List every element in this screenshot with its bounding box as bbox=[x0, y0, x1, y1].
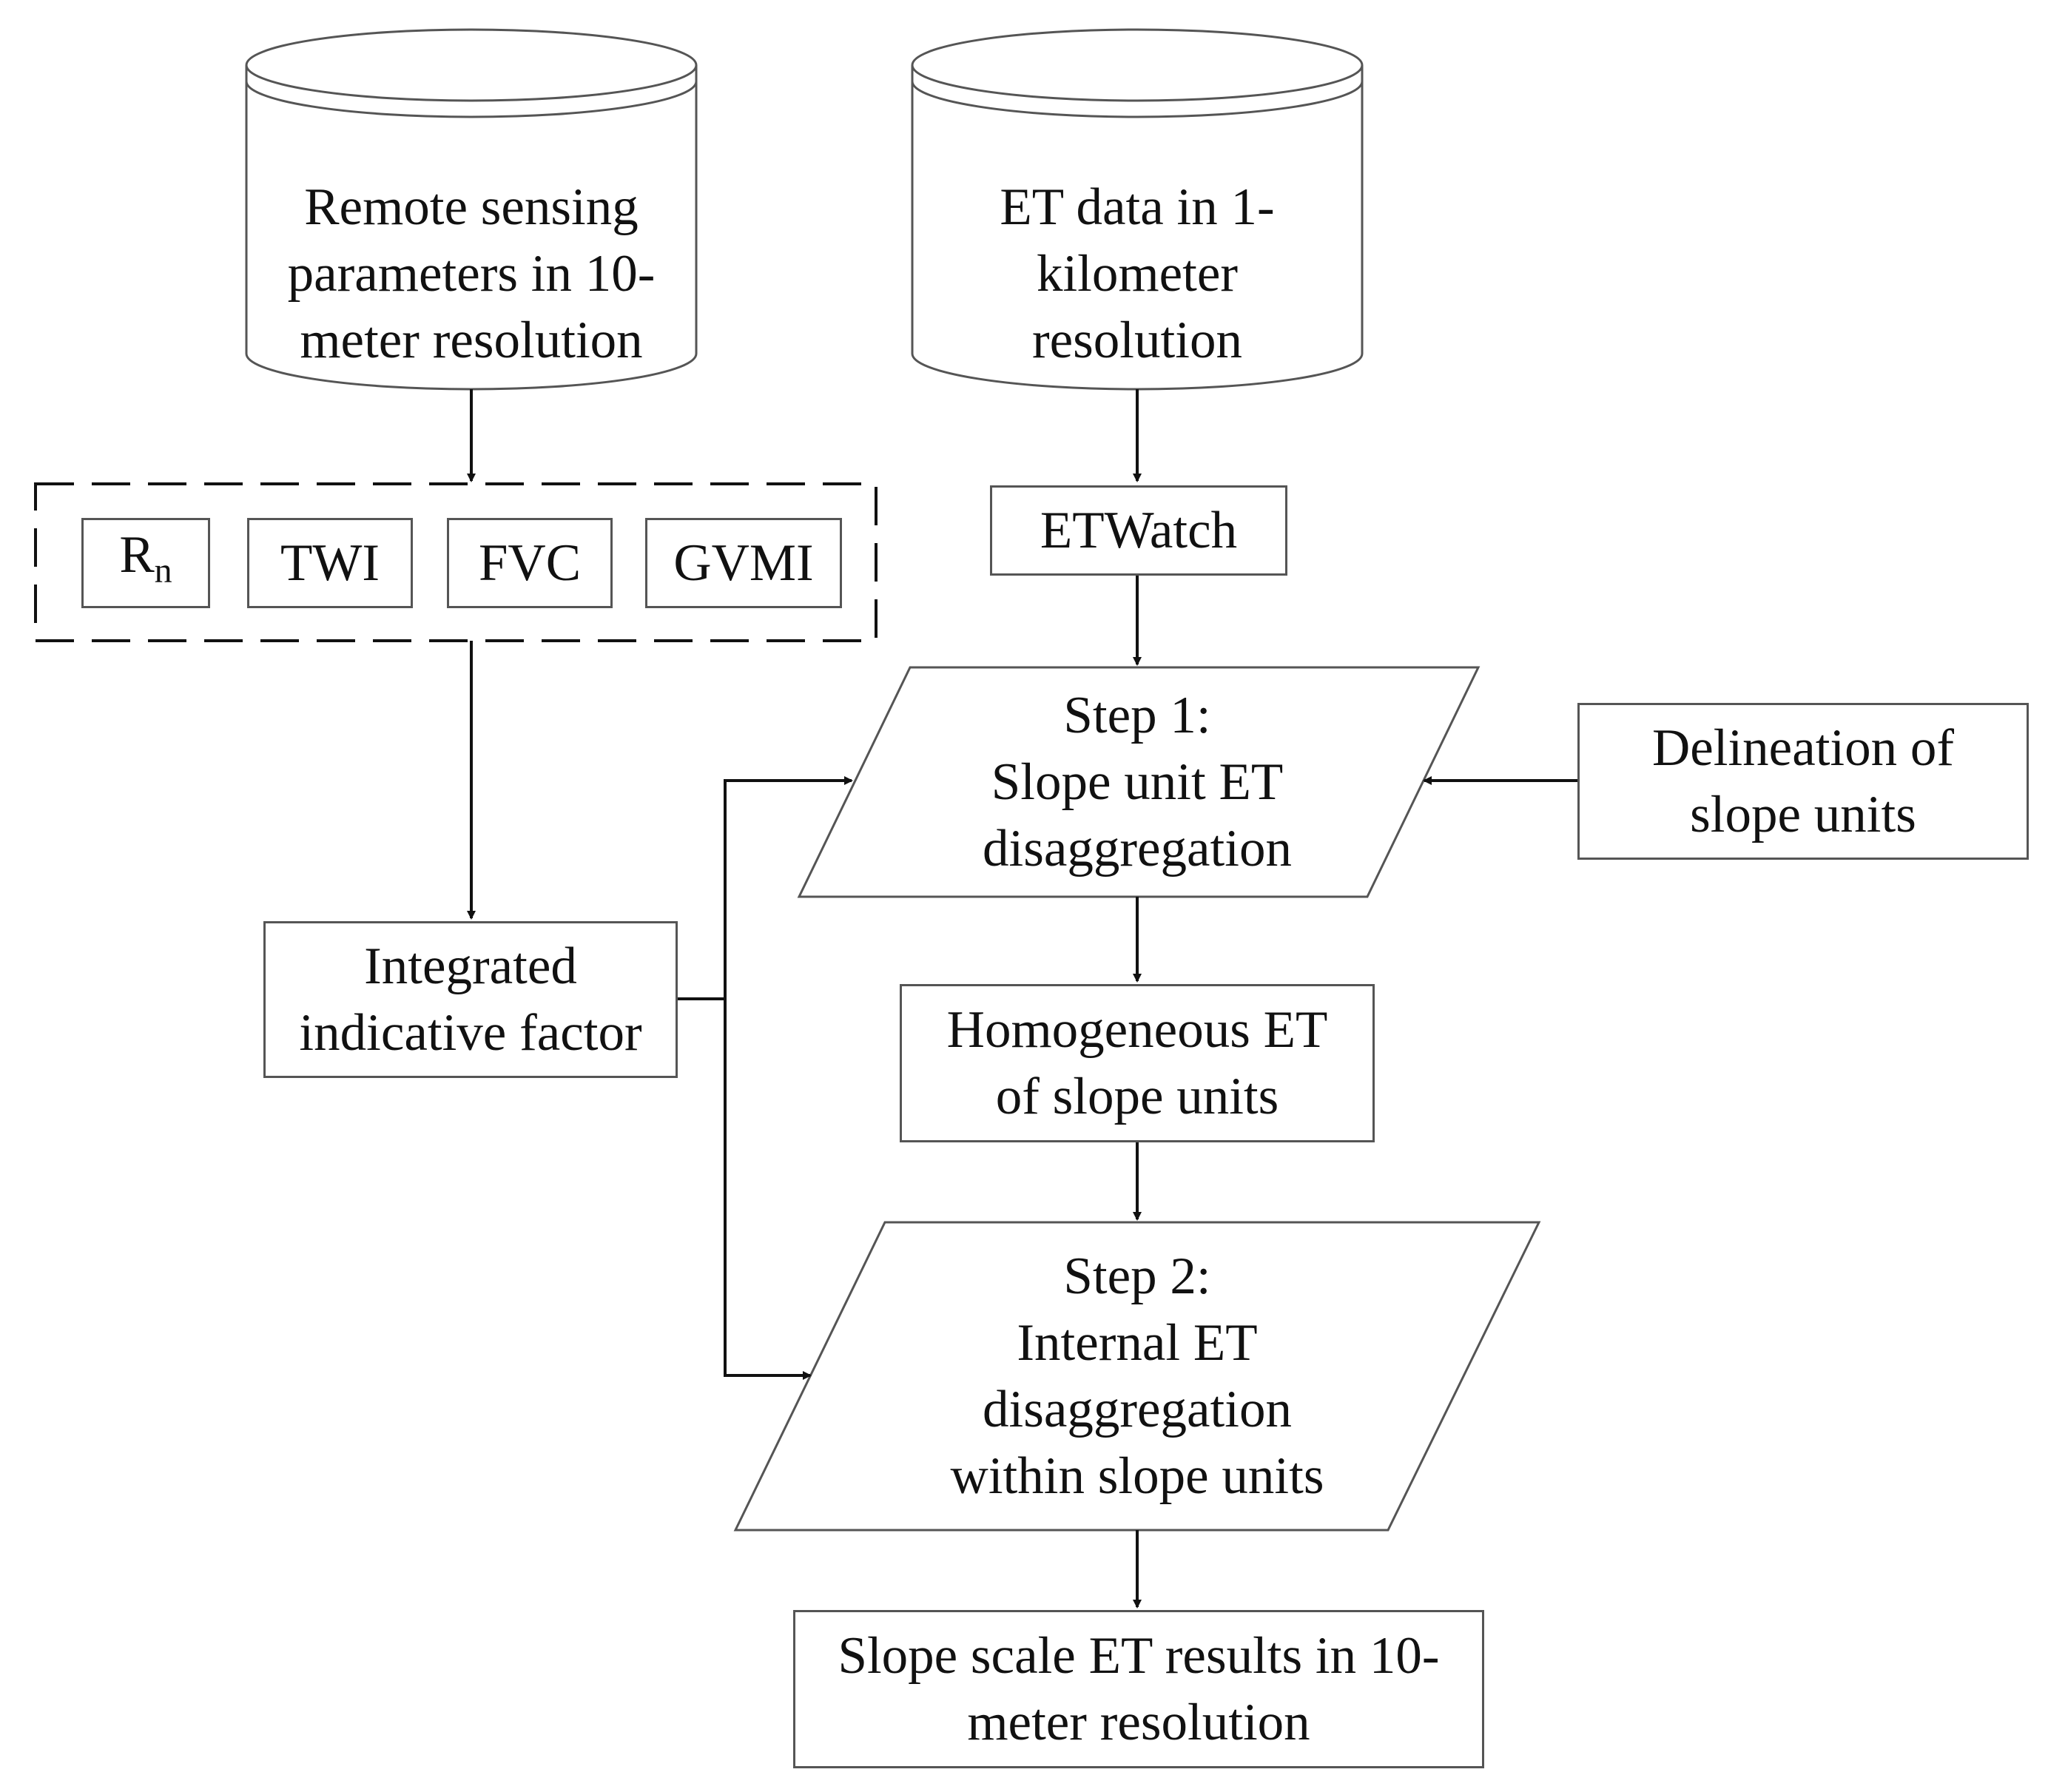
results-line-1: Slope scale ET results in 10- bbox=[838, 1627, 1440, 1685]
integrated-line-1: Integrated bbox=[364, 937, 577, 995]
step2-line-3: disaggregation bbox=[983, 1381, 1292, 1438]
step1-line-3: disaggregation bbox=[983, 820, 1292, 878]
arrow-integrated-to-step2 bbox=[724, 999, 812, 1380]
delineation-line-1: Delineation of bbox=[1651, 719, 1955, 777]
et-data-line-1: ET data in 1- bbox=[1000, 178, 1275, 236]
database-cylinder-et-data bbox=[911, 28, 1364, 391]
et-data-line-2: kilometer bbox=[1036, 245, 1239, 303]
remote-sensing-line-3: meter resolution bbox=[300, 311, 643, 369]
results-box: Slope scale ET results in 10- meter reso… bbox=[793, 1610, 1484, 1768]
remote-sensing-line-1: Remote sensing bbox=[304, 178, 639, 236]
homogeneous-et-box: Homogeneous ET of slope units bbox=[900, 984, 1375, 1142]
factor-twi-box: TWI bbox=[247, 518, 413, 608]
arrow-integrated-to-step1 bbox=[678, 776, 853, 1000]
homogeneous-line-2: of slope units bbox=[995, 1068, 1279, 1125]
factor-rn-box: Rn bbox=[81, 518, 210, 608]
factor-fvc-box: FVC bbox=[447, 518, 613, 608]
factor-gvmi-label: GVMI bbox=[673, 534, 814, 592]
et-data-line-3: resolution bbox=[1032, 311, 1242, 369]
step1-line-2: Slope unit ET bbox=[991, 753, 1284, 811]
etwatch-label: ETWatch bbox=[1040, 502, 1238, 559]
factor-gvmi-box: GVMI bbox=[645, 518, 842, 608]
factor-fvc-label: FVC bbox=[478, 534, 582, 592]
step1-parallelogram bbox=[797, 666, 1481, 898]
integrated-factor-box: Integrated indicative factor bbox=[263, 921, 678, 1078]
step2-label: Step 2: Internal ET disaggregation withi… bbox=[806, 1231, 1468, 1521]
factor-rn-label: Rn bbox=[119, 522, 172, 604]
step1-label: Step 1: Slope unit ET disaggregation bbox=[843, 670, 1431, 894]
etwatch-box: ETWatch bbox=[990, 485, 1287, 576]
factor-rn-subscript: n bbox=[154, 551, 172, 590]
step1-line-1: Step 1: bbox=[1063, 687, 1211, 744]
factor-twi-label: TWI bbox=[280, 534, 380, 592]
et-data-label: ET data in 1- kilometer resolution bbox=[912, 163, 1362, 385]
step2-parallelogram bbox=[733, 1221, 1541, 1532]
delineation-box: Delineation of slope units bbox=[1577, 703, 2029, 860]
factor-rn-base: R bbox=[119, 526, 155, 584]
results-line-2: meter resolution bbox=[967, 1694, 1310, 1751]
database-cylinder-remote-sensing bbox=[245, 28, 698, 391]
step2-line-1: Step 2: bbox=[1063, 1247, 1211, 1305]
homogeneous-line-1: Homogeneous ET bbox=[946, 1001, 1328, 1059]
factor-group-dashed-box bbox=[34, 482, 878, 642]
integrated-line-2: indicative factor bbox=[299, 1004, 642, 1062]
remote-sensing-line-2: parameters in 10- bbox=[287, 245, 656, 303]
step2-line-2: Internal ET bbox=[1017, 1314, 1258, 1372]
remote-sensing-label: Remote sensing parameters in 10- meter r… bbox=[246, 163, 696, 385]
delineation-line-2: slope units bbox=[1690, 786, 1916, 843]
step2-line-4: within slope units bbox=[950, 1447, 1324, 1505]
